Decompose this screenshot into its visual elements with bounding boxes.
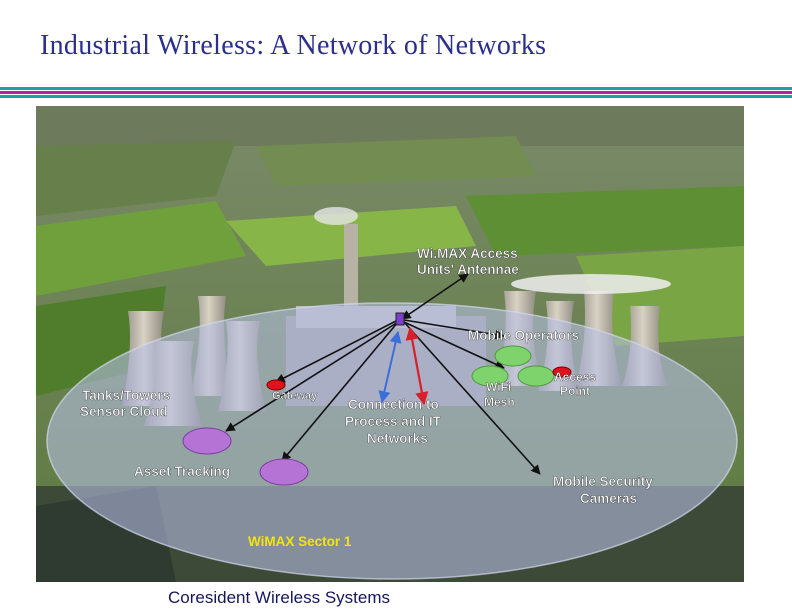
figure-caption: Coresident Wireless Systems [168, 588, 391, 607]
title-rule-magenta [0, 91, 792, 94]
title-rule-top [0, 87, 792, 90]
label-connection-1: Connection to [348, 397, 439, 412]
wifi-node-1 [471, 365, 509, 387]
mobile-operator-node [494, 345, 532, 367]
link-mobile-operators [403, 319, 505, 340]
label-mobile-operators: Mobile Operators [468, 328, 579, 343]
label-mobile-security-2: Cameras [580, 491, 637, 506]
link-gateway [275, 319, 399, 383]
field-1 [36, 201, 246, 296]
field-7 [36, 141, 236, 216]
sensor-cloud-node [182, 427, 232, 455]
gateway-node [266, 379, 286, 391]
wimax-antenna-icon [395, 312, 405, 326]
link-antenna-label [401, 273, 469, 320]
aerial-plant-photo: Wi.MAX Access Units' Antennae Mobile Ope… [36, 106, 744, 582]
chimney-smoke [314, 207, 358, 225]
label-sensor-cloud: Sensor Cloud [80, 404, 168, 419]
field-3 [466, 186, 744, 256]
asset-tracking-node [259, 458, 309, 486]
label-wifi-mesh-2: Mesh [484, 395, 515, 409]
label-mobile-security-1: Mobile Security [553, 474, 653, 489]
label-wimax-antennae-1: Wi.MAX Access [417, 246, 518, 261]
label-wifi-mesh-1: WiFi [486, 380, 511, 394]
field-4 [576, 246, 744, 346]
access-point-node [552, 366, 572, 378]
tower-steam-right [511, 274, 671, 294]
link-process-red [405, 326, 429, 406]
title-rule-bottom [0, 95, 792, 98]
label-access-point-2: Point [560, 384, 590, 398]
label-connection-3: Networks [367, 431, 428, 446]
label-wimax-sector: WiMAX Sector 1 [248, 534, 352, 549]
label-gateway: Gateway [272, 390, 318, 402]
label-connection-2: Process and IT [345, 414, 442, 429]
horizon-band [36, 106, 744, 146]
label-tanks-towers: Tanks/Towers [82, 388, 170, 403]
link-process-blue [378, 330, 402, 404]
label-wimax-antennae-2: Units' Antennae [417, 262, 519, 277]
link-tanks-sensor [225, 321, 399, 432]
slide-title: Industrial Wireless: A Network of Networ… [40, 30, 547, 61]
label-access-point-1: Access [554, 370, 596, 384]
label-asset-tracking: Asset Tracking [134, 464, 230, 479]
field-6 [256, 136, 536, 186]
wifi-node-2 [517, 365, 555, 387]
